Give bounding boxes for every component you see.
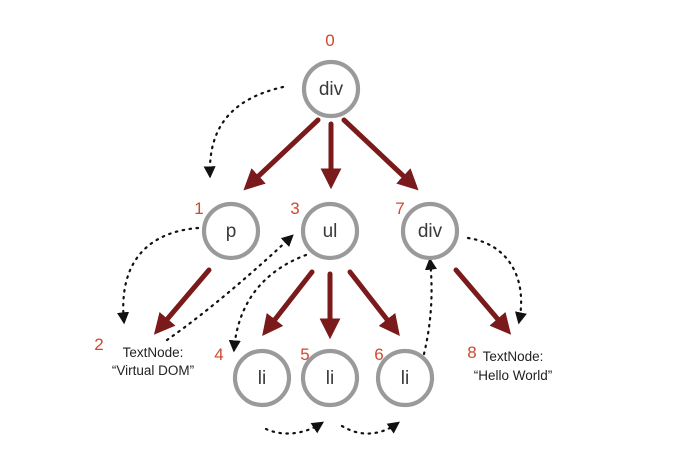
node-li-6-label: li <box>401 368 409 389</box>
node-div-child: div 7 <box>395 199 460 261</box>
textnode-virtual-dom-value: “Virtual DOM” <box>112 363 194 378</box>
node-p-label: p <box>226 221 237 242</box>
order-label-5: 5 <box>300 345 309 364</box>
node-li-5-label: li <box>326 368 334 389</box>
node-li-4-circle <box>232 348 292 408</box>
node-div-child-circle <box>400 201 460 261</box>
node-div-root-label: div <box>319 79 344 100</box>
textnode-hello-world-value: “Hello World” <box>474 368 553 383</box>
traversal-edges <box>117 85 527 435</box>
textnode-hello-world: 8 TextNode: “Hello World” <box>467 343 552 383</box>
node-div-root: div 0 <box>301 31 361 119</box>
edge-ul-to-li-6 <box>347 269 400 336</box>
textnode-virtual-dom: 2 TextNode: “Virtual DOM” <box>94 335 194 378</box>
node-li-6: li 6 <box>374 345 435 408</box>
edge-div-to-div <box>341 117 419 191</box>
traversal-6-to-7 <box>422 257 437 356</box>
node-li-4: li 4 <box>214 345 292 408</box>
node-ul-circle <box>300 201 360 261</box>
node-li-5: li 5 <box>300 345 360 408</box>
tree-edges <box>153 117 512 340</box>
order-label-8: 8 <box>467 343 476 362</box>
order-label-2: 2 <box>94 335 103 354</box>
order-label-3: 3 <box>290 199 299 218</box>
textnode-virtual-dom-type: TextNode: <box>123 345 184 360</box>
node-p-circle <box>201 201 261 261</box>
traversal-0-to-1 <box>203 85 285 179</box>
textnode-hello-world-type: TextNode: <box>483 349 544 364</box>
traversal-1-to-2 <box>117 226 200 325</box>
node-li-5-circle <box>300 348 360 408</box>
edge-div-to-p <box>243 117 321 191</box>
traversal-5-to-6 <box>340 421 400 435</box>
edge-div-to-textnode <box>453 267 512 335</box>
node-div-child-label: div <box>418 221 443 242</box>
traversal-4-to-5 <box>264 421 325 435</box>
order-label-6: 6 <box>374 345 383 364</box>
edge-p-to-textnode <box>153 267 212 335</box>
node-div-root-circle <box>301 59 361 119</box>
order-label-1: 1 <box>194 199 203 218</box>
edge-ul-to-li-4 <box>262 269 315 336</box>
node-li-6-circle <box>375 348 435 408</box>
traversal-2-to-3 <box>165 234 294 342</box>
traversal-3-to-4 <box>228 253 308 353</box>
traversal-7-to-8 <box>466 236 527 325</box>
order-label-4: 4 <box>214 345 223 364</box>
node-ul-label: ul <box>323 221 338 242</box>
order-label-0: 0 <box>325 31 334 50</box>
node-li-4-label: li <box>258 368 266 389</box>
node-p: p 1 <box>194 199 261 261</box>
node-ul: ul 3 <box>290 199 360 261</box>
order-label-7: 7 <box>395 199 404 218</box>
